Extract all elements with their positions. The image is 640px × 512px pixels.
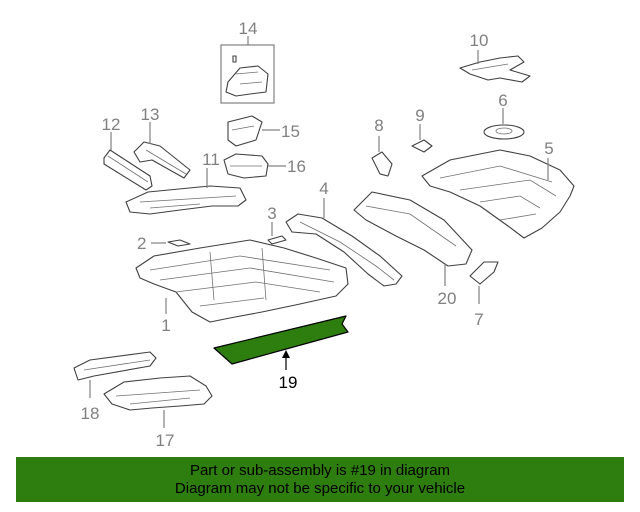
callout-3: 3 (267, 204, 276, 223)
info-banner: Part or sub-assembly is #19 in diagram D… (16, 457, 624, 502)
part-9[interactable]: 9 (411, 106, 433, 153)
callout-2: 2 (137, 234, 146, 253)
callout-9: 9 (415, 106, 424, 125)
part-11[interactable]: 11 (125, 150, 247, 215)
banner-line-1: Part or sub-assembly is #19 in diagram (189, 462, 451, 479)
part-6[interactable]: 6 (483, 91, 525, 140)
part-17[interactable]: 17 (103, 375, 213, 450)
callout-12: 12 (102, 115, 121, 134)
part-5[interactable]: 5 (421, 139, 575, 239)
callout-20: 20 (438, 289, 457, 308)
callout-6: 6 (498, 91, 507, 110)
part-8[interactable]: 8 (371, 116, 393, 177)
callout-10: 10 (470, 31, 489, 50)
callout-11: 11 (202, 150, 220, 169)
callout-7: 7 (474, 310, 483, 329)
part-3[interactable]: 3 (267, 204, 287, 245)
callout-16: 16 (287, 157, 306, 176)
callout-13: 13 (141, 105, 160, 124)
part-10[interactable]: 10 (459, 31, 531, 83)
part-7[interactable]: 7 (469, 261, 499, 329)
callout-17: 17 (156, 431, 175, 450)
part-18[interactable]: 18 (73, 351, 157, 423)
part-13[interactable]: 13 (133, 105, 191, 179)
part-14[interactable]: 14 (220, 19, 275, 104)
part-12[interactable]: 12 (102, 115, 153, 191)
part-16[interactable]: 16 (223, 153, 306, 179)
part-20[interactable]: 20 (353, 191, 473, 308)
callout-15: 15 (281, 122, 300, 141)
callout-19: 19 (279, 373, 298, 392)
callout-8: 8 (374, 116, 383, 135)
callout-14: 14 (239, 19, 258, 38)
banner-line-2: Diagram may not be specific to your vehi… (174, 480, 466, 497)
part-15[interactable]: 15 (227, 115, 300, 147)
part-19[interactable]: 19 (213, 315, 349, 392)
part-4[interactable]: 4 (285, 179, 403, 287)
part-1[interactable]: 1 (135, 239, 349, 335)
callout-18: 18 (81, 404, 100, 423)
callout-4: 4 (319, 179, 328, 198)
callout-1: 1 (161, 316, 170, 335)
callout-5: 5 (544, 139, 553, 158)
part-2[interactable]: 2 (137, 234, 191, 253)
